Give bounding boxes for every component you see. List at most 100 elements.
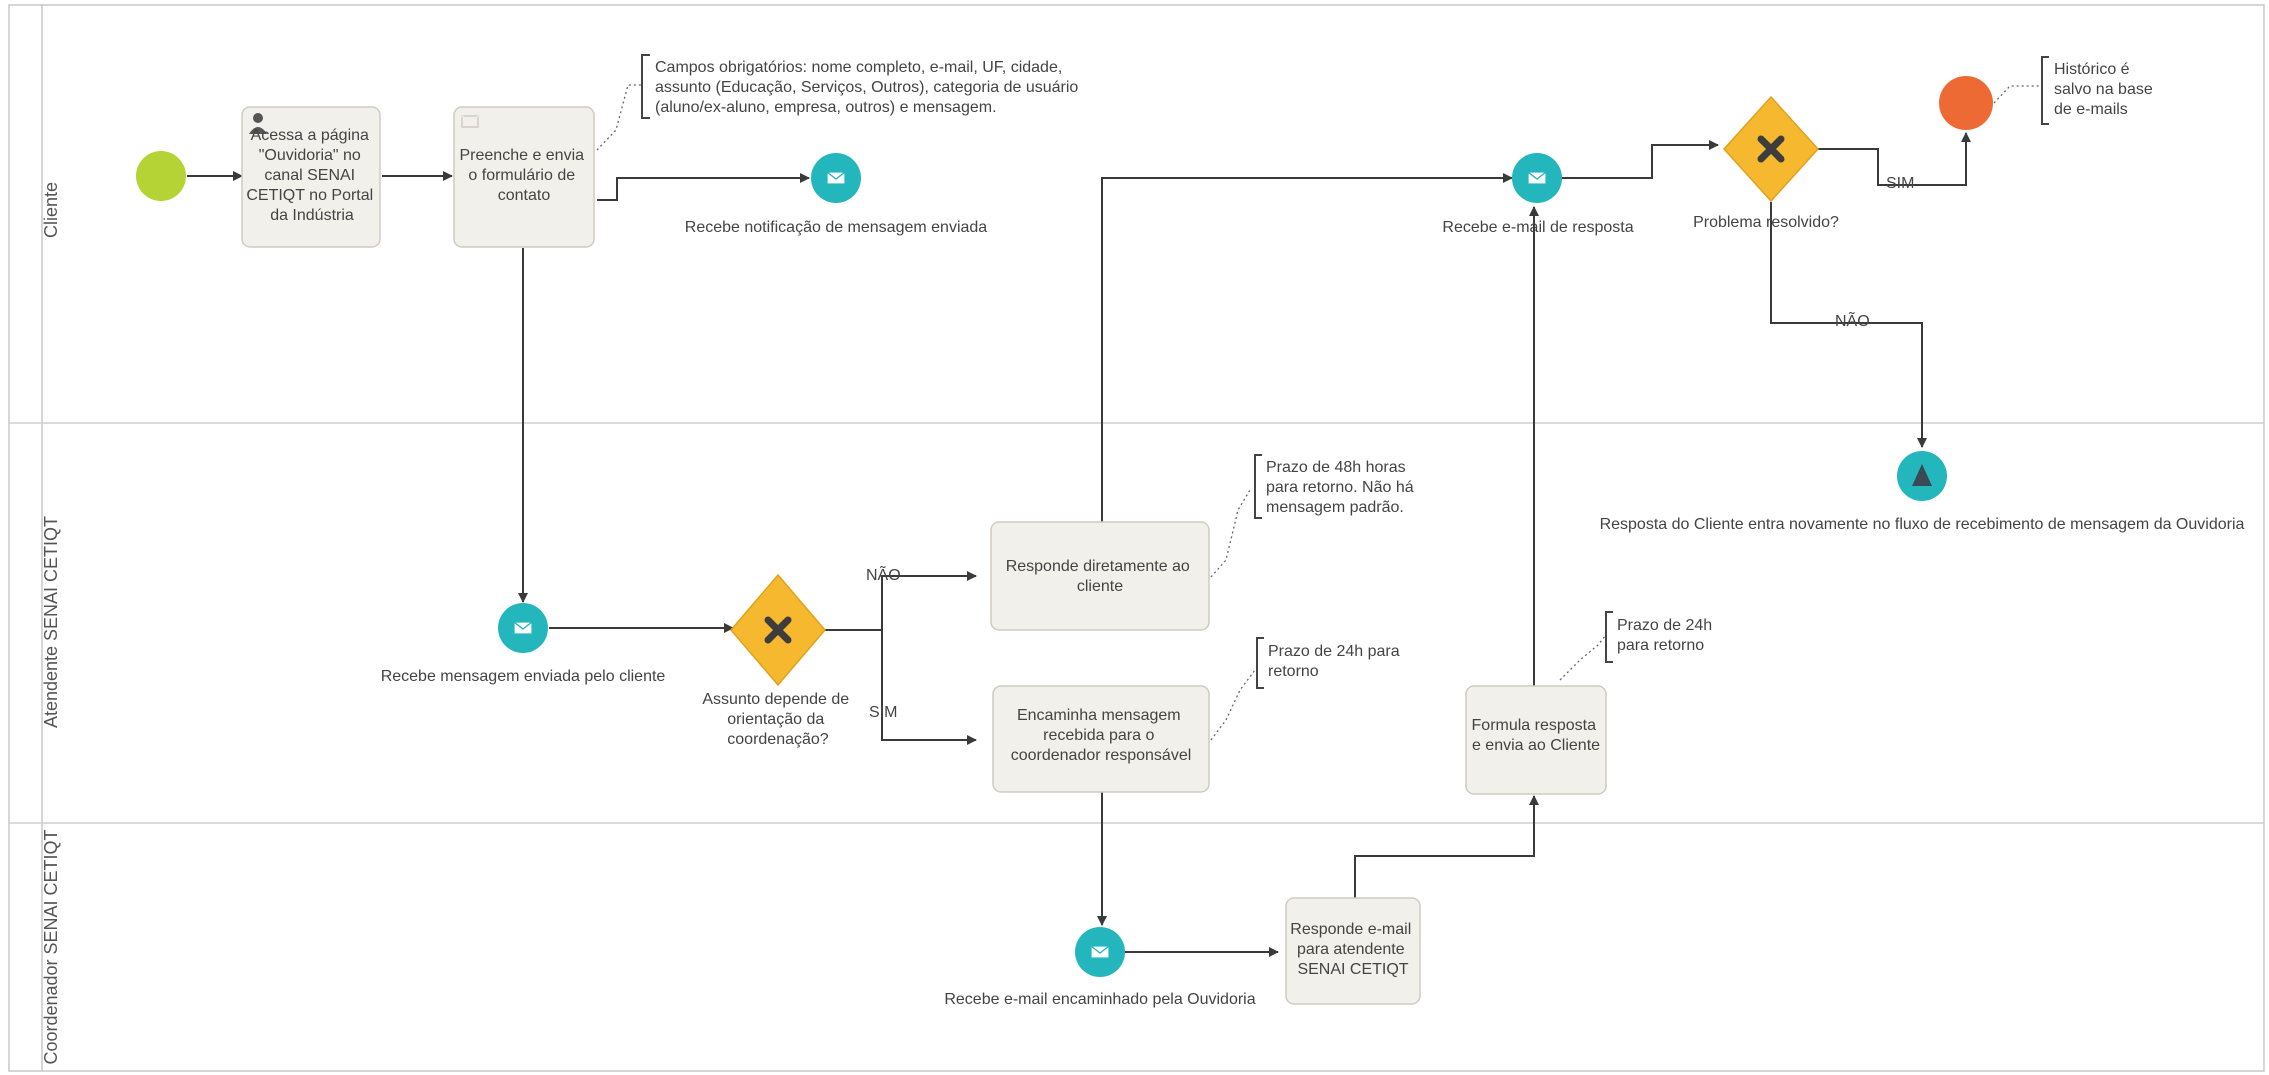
task-label-line: cliente — [1077, 578, 1123, 595]
start-event — [136, 151, 186, 201]
gateway-assunto — [730, 573, 826, 687]
exclusive-x-icon — [764, 616, 792, 644]
flow-gateway-sim — [824, 629, 977, 745]
annotation-text: Prazo de 24h para retorno — [1617, 617, 1717, 654]
task-label: Acessa a página "Ouvidoria" no canal SEN… — [246, 127, 377, 224]
event-notificacao — [811, 153, 861, 203]
task-label-line: Encaminha mensagem — [1017, 707, 1181, 724]
annotation-prazo24a: Prazo de 24h para retorno — [1210, 637, 1404, 741]
gateway-label-line: orientação da — [727, 711, 824, 728]
envelope-icon — [513, 621, 533, 635]
sequence-flows — [187, 132, 1971, 957]
gateway-label-line: Assunto depende de — [702, 691, 849, 708]
annotation-bracket — [1254, 454, 1262, 519]
annotation-bracket — [641, 54, 650, 119]
envelope-icon — [1090, 945, 1110, 959]
flow-email-to-problema — [1562, 140, 1719, 179]
gateway-label-problema: Problema resolvido? — [1693, 214, 1839, 231]
exclusive-x-icon — [1757, 135, 1785, 163]
task-label-line: contato — [498, 187, 551, 204]
task-label: Responde diretamente ao cliente — [1006, 558, 1195, 595]
task-responde-email: Responde e-mail para atendente SENAI CET… — [1285, 897, 1421, 1005]
flow-label-nao-top: NÃO — [1835, 310, 1870, 330]
annotation-line: salvo na base — [2054, 81, 2153, 98]
annotation-connector — [1559, 634, 1607, 681]
annotation-prazo24b: Prazo de 24h para retorno — [1559, 611, 1717, 681]
flow-problema-nao — [1770, 202, 1927, 448]
annotation-text: Prazo de 24h para retorno — [1268, 643, 1404, 680]
task-label-line: coordenador responsável — [1011, 747, 1192, 764]
task-box — [1465, 685, 1607, 795]
annotation-connector — [1993, 85, 2040, 104]
annotation-line: mensagem padrão. — [1266, 499, 1404, 516]
annotation-text: Prazo de 48h horas para retorno. Não há … — [1266, 459, 1418, 516]
task-label-line: Responde diretamente ao — [1006, 558, 1190, 575]
task-box — [241, 106, 381, 248]
task-box — [992, 685, 1210, 793]
annotation-line: para retorno. Não há — [1266, 479, 1414, 496]
lane-label-cliente: Cliente — [41, 182, 61, 238]
label-recebe-email-resposta: Recebe e-mail de resposta — [1442, 219, 1633, 236]
annotation-campos: Campos obrigatórios: nome completo, e-ma… — [596, 54, 1078, 151]
task-box — [453, 106, 595, 248]
lane-label-coordenador: Coordenador SENAI CETIQT — [41, 829, 61, 1064]
task-box — [990, 521, 1210, 631]
task-label-line: o formulário de — [468, 167, 575, 184]
task-label-line: para atendente — [1297, 941, 1405, 958]
task-label-line: SENAI CETIQT — [1297, 961, 1408, 978]
annotation-prazo48: Prazo de 48h horas para retorno. Não há … — [1210, 454, 1418, 578]
annotation-line: assunto (Educação, Serviços, Outros), ca… — [655, 79, 1078, 96]
task-label-line: Acessa a página — [251, 127, 369, 144]
annotation-line: de e-mails — [2054, 101, 2128, 118]
escalation-event — [1897, 451, 1947, 501]
end-event — [1939, 76, 1993, 130]
flow-gateway-nao — [824, 571, 977, 631]
task-label-line: canal SENAI — [264, 167, 355, 184]
task-label-line: e envia ao Cliente — [1472, 737, 1600, 754]
task-formula: Formula resposta e envia ao Cliente — [1465, 685, 1607, 795]
annotation-line: retorno — [1268, 663, 1319, 680]
flow-label-sim-top: SIM — [1886, 175, 1914, 192]
annotation-bracket — [1256, 637, 1264, 689]
annotation-historico: Histórico é salvo na base de e-mails — [1993, 56, 2157, 125]
gateway-problema — [1722, 95, 1820, 203]
annotation-line: Prazo de 24h — [1617, 617, 1712, 634]
annotation-line: (aluno/ex-aluno, empresa, outros) e mens… — [655, 99, 997, 116]
lane-label-atendente: Atendente SENAI CETIQT — [41, 516, 61, 728]
task-responde-cliente: Responde diretamente ao cliente — [990, 521, 1210, 631]
task-label: Formula resposta e envia ao Cliente — [1472, 717, 1601, 754]
task-label-line: CETIQT no Portal — [246, 187, 373, 204]
annotation-bracket — [2041, 56, 2049, 125]
task-label-line: da Indústria — [270, 207, 354, 224]
task-preenche: Preenche e envia o formulário de contato — [453, 106, 595, 248]
envelope-icon — [826, 171, 846, 185]
envelope-icon — [1527, 171, 1547, 185]
annotation-line: para retorno — [1617, 637, 1704, 654]
event-recebe-email-resposta — [1512, 153, 1562, 203]
flow-preenche-to-notificacao — [597, 173, 810, 201]
gateway-label-line: coordenação? — [727, 731, 829, 748]
label-recebe-mensagem: Recebe mensagem enviada pelo cliente — [381, 668, 666, 685]
annotation-line: Histórico é — [2054, 61, 2130, 78]
escalation-label: Resposta do Cliente entra novamente no f… — [1600, 516, 2245, 533]
user-icon — [249, 113, 267, 134]
flow-responde-email-to-formula — [1354, 795, 1539, 898]
task-label-line: Preenche e envia — [460, 147, 585, 164]
event-recebe-mensagem — [498, 603, 548, 653]
event-recebe-encaminhado — [1075, 927, 1125, 977]
task-encaminha: Encaminha mensagem recebida para o coord… — [992, 685, 1210, 793]
task-acessa: Acessa a página "Ouvidoria" no canal SEN… — [241, 106, 381, 248]
annotation-connector — [1210, 669, 1256, 741]
annotation-text: Histórico é salvo na base de e-mails — [2054, 61, 2157, 118]
annotation-line: Prazo de 48h horas — [1266, 459, 1406, 476]
annotation-line: Campos obrigatórios: nome completo, e-ma… — [655, 59, 1062, 76]
escalation-icon — [1912, 464, 1932, 486]
task-label-line: Formula resposta — [1472, 717, 1597, 734]
task-label-line: recebida para o — [1043, 727, 1154, 744]
annotation-line: Prazo de 24h para — [1268, 643, 1400, 660]
flow-label-nao-mid: NÃO — [866, 564, 901, 584]
task-box — [1285, 897, 1421, 1005]
pool-border — [8, 4, 2265, 1072]
task-label: Responde e-mail para atendente SENAI CET… — [1290, 921, 1415, 978]
